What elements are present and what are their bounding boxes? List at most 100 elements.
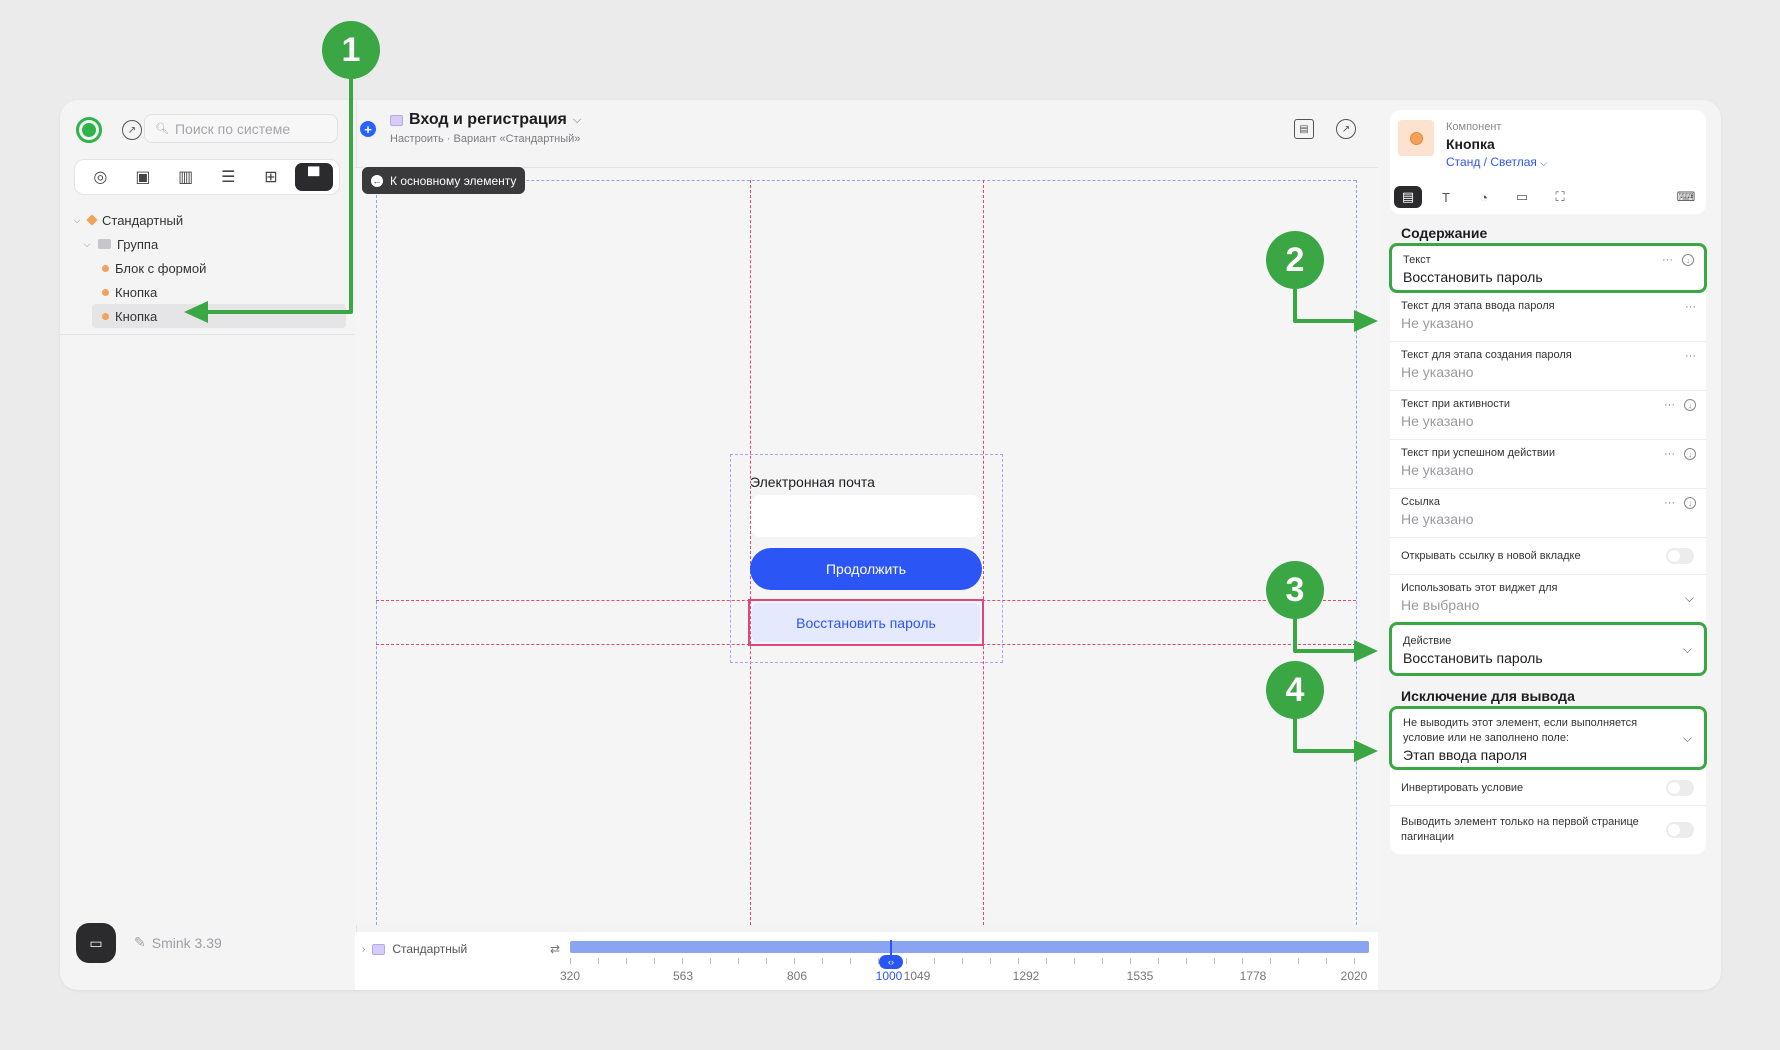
continue-button[interactable]: Продолжить [750,548,982,590]
tick-label: 563 [672,969,694,983]
tree-item-button[interactable]: Кнопка [60,280,356,304]
tick-mark [1018,958,1019,964]
prop-text-active[interactable]: Текст при активности Не указано ···↓ [1390,391,1706,440]
download-icon[interactable]: ↓ [1682,254,1694,266]
restore-password-button[interactable]: Восстановить пароль [748,599,984,646]
image-icon[interactable]: ▣ [135,169,151,186]
open-external-icon[interactable]: ↗ [122,120,142,140]
book-icon[interactable]: ▥ [178,169,194,186]
first-page-toggle[interactable] [1666,822,1694,838]
add-box-icon[interactable]: ⊞ [264,169,278,186]
layers-icon[interactable]: ◎ [93,169,108,186]
chevron-down-icon: ⌵ [1682,642,1692,656]
callout-2: 2 [1266,231,1324,289]
breakpoint-range[interactable] [570,941,1369,953]
callout-4: 4 [1266,661,1324,719]
paint-roller-icon[interactable]: ▀ [294,163,333,191]
page-title[interactable]: Вход и регистрация ⌵ [390,111,581,129]
tick-mark [738,958,739,964]
more-icon[interactable]: ··· [1685,350,1696,362]
tick-mark [626,958,627,964]
back-to-parent-button[interactable]: ← К основному элементу [362,167,526,194]
breadcrumb: Настроить · Вариант «Стандартный» [390,133,581,145]
left-sidebar: ↗ 🔍︎ Поиск по системе ◎ ▣ ▥ ☰ ⊞ ▀ ⌵ Стан… [60,100,356,990]
prop-text[interactable]: Текст Восстановить пароль ···↓ [1389,243,1707,293]
tick-mark [1270,958,1271,964]
tick-mark [850,958,851,964]
tab-content-icon[interactable]: ▤ [1394,186,1422,208]
tick-label: 1049 [903,969,931,983]
more-icon[interactable]: ··· [1664,448,1675,460]
tick-mark [934,958,935,964]
open-new-tab-toggle[interactable] [1666,548,1694,564]
section-title-content: Содержание [1401,225,1488,241]
more-icon[interactable]: ··· [1664,399,1675,411]
chevron-down-icon: ⌵ [83,238,91,249]
swap-icon[interactable]: ⇄ [550,942,561,956]
tree-item-group[interactable]: ⌵ Группа [83,236,159,252]
tick-mark [682,958,683,964]
variant-swatch [372,943,386,955]
email-field[interactable] [751,495,982,537]
download-icon[interactable]: ↓ [1684,448,1696,460]
tab-size-icon[interactable]: ⛶ [1555,189,1565,204]
tab-code-icon[interactable]: ⌨ [1676,189,1696,204]
tick-mark [1214,958,1215,964]
invert-toggle[interactable] [1666,779,1694,796]
component-variant-select[interactable]: Станд / Светлая ⌵ [1446,155,1548,169]
preview-icon[interactable]: ▤ [1294,119,1314,139]
sliders-icon[interactable]: ☰ [221,169,236,186]
tick-mark [654,958,655,964]
header-actions: ▤ ↗ [1294,119,1356,139]
prop-exclude-condition[interactable]: Не выводить этот элемент, если выполняет… [1389,706,1707,770]
more-icon[interactable]: ··· [1685,301,1696,313]
chat-button[interactable]: ▭ [76,923,116,963]
form-block[interactable] [730,454,1003,663]
tick-mark [906,958,907,964]
tab-layout-icon[interactable]: ▭ [1515,189,1529,204]
tab-style-icon[interactable]: ◔ [1480,189,1488,205]
tick-label: 1535 [1126,969,1154,983]
chevron-down-icon: ⌵ [1684,591,1694,605]
tab-text-icon[interactable]: T [1442,189,1450,205]
prop-open-new-tab: Открывать ссылку в новой вкладке [1390,538,1706,575]
more-icon[interactable]: ··· [1662,254,1673,266]
tick-mark [1158,958,1159,964]
tick-mark [1102,958,1103,964]
open-external-icon[interactable]: ↗ [1336,119,1356,139]
version-label: ✎ Smink 3.39 [134,934,222,951]
prop-use-widget[interactable]: Использовать этот виджет для Не выбрано … [1390,575,1706,622]
tick-mark [1074,958,1075,964]
search-input[interactable]: 🔍︎ Поиск по системе [144,114,338,143]
component-header [1390,110,1706,214]
tree-item-standard[interactable]: ⌵ Стандартный [73,212,184,228]
restore-password-label: Восстановить пароль [752,603,980,642]
tree-item-button-selected[interactable]: Кнопка [92,304,346,328]
element-tree: ⌵ Стандартный ⌵ Группа Блок с формой Кно… [60,208,356,335]
email-label: Электронная почта [750,474,875,490]
prop-text-pw-entry[interactable]: Текст для этапа ввода пароля Не указано … [1390,293,1706,342]
timeline-variant[interactable]: › Стандартный [362,942,468,956]
download-icon[interactable]: ↓ [1684,399,1696,411]
prop-text-success[interactable]: Текст при успешном действии Не указано ·… [1390,440,1706,489]
app-logo[interactable] [76,117,102,143]
download-icon[interactable]: ↓ [1684,497,1696,509]
prop-text-pw-create[interactable]: Текст для этапа создания пароля Не указа… [1390,342,1706,391]
prop-action[interactable]: Действие Восстановить пароль ⌵ [1389,622,1707,676]
add-page-button[interactable]: + [360,121,376,137]
tick-mark [1354,958,1355,964]
breakpoint-marker [890,940,892,958]
tick-label: 1000 [875,969,903,983]
chevron-down-icon: ⌵ [1682,731,1692,745]
tree-item-form-block[interactable]: Блок с формой [60,256,356,280]
more-icon[interactable]: ··· [1664,497,1675,509]
canvas [355,167,1378,925]
tick-label: 1292 [1012,969,1040,983]
arrow-left-icon: ← [371,174,383,187]
guide-line [376,180,1356,181]
tick-mark [598,958,599,964]
prop-link[interactable]: Ссылка Не указано ···↓ [1390,489,1706,538]
component-icon [86,214,98,226]
tick-mark [1326,958,1327,964]
breakpoint-handle[interactable]: ‹› [879,955,903,969]
